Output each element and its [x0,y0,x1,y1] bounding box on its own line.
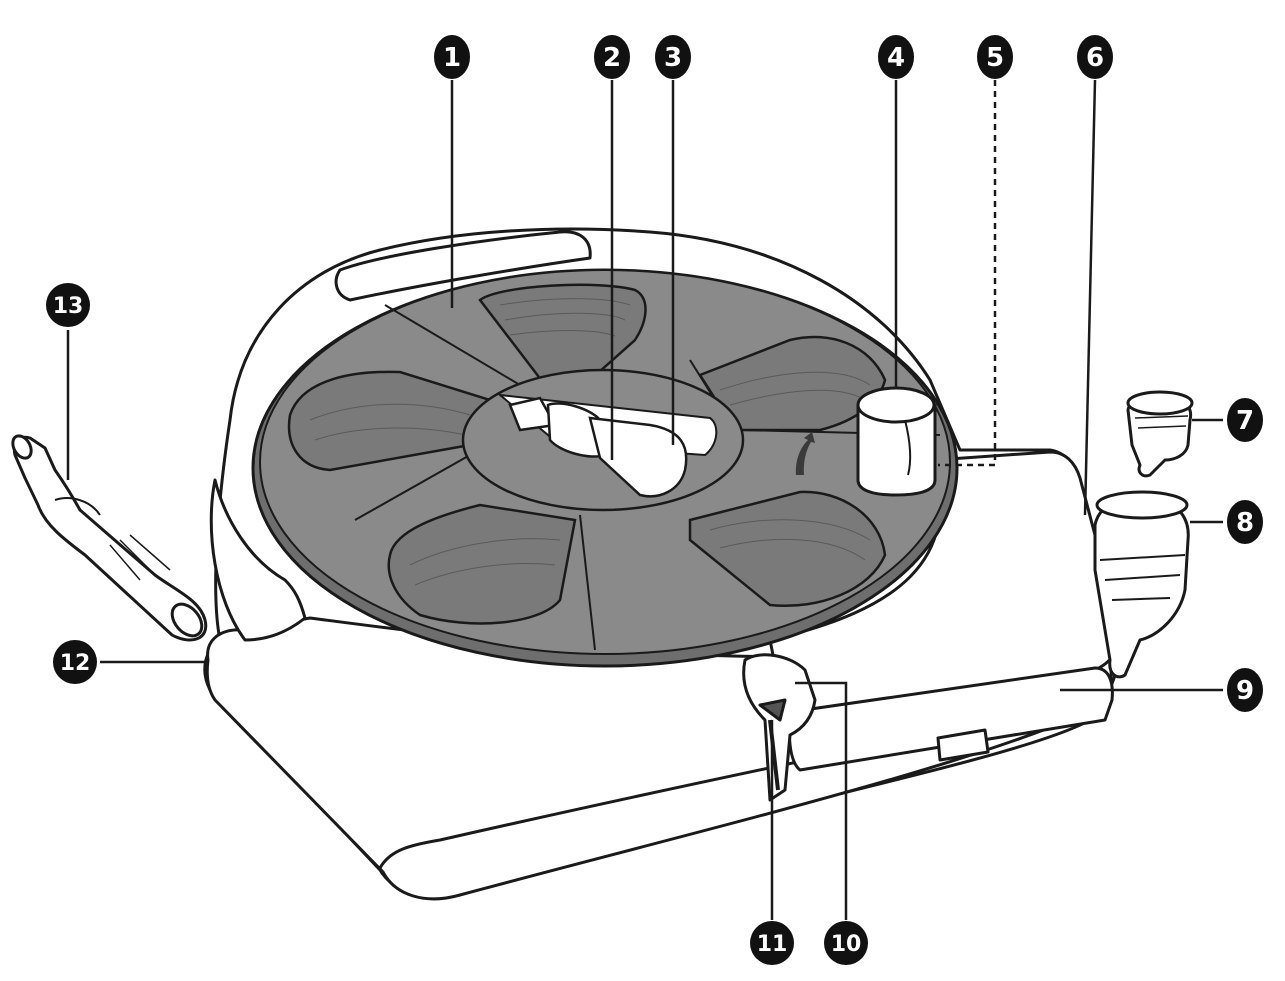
callout-1-label: 1 [443,43,461,73]
leader-5 [938,80,997,467]
tap-adapter [1126,390,1194,478]
reel-window-left [287,370,492,472]
callout-1: 1 [434,35,470,79]
callout-9-label: 9 [1236,676,1254,706]
reel-drum [251,268,959,668]
callout-4-label: 4 [887,43,905,73]
callout-9: 9 [1227,668,1263,712]
reel-window-top [478,283,647,387]
callout-2: 2 [594,35,630,79]
callout-8: 8 [1227,500,1263,544]
callout-12-label: 12 [60,651,91,676]
callout-2-label: 2 [603,43,621,73]
hose-guide [742,653,817,802]
control-box-tab [936,728,990,762]
callout-10-label: 10 [831,932,862,957]
callout-10: 10 [824,921,868,965]
control-box [768,450,1122,772]
reel-windows [287,283,887,625]
reel-window-right-top [698,335,887,432]
leader-6 [1083,79,1097,516]
leader-lines [66,79,1223,920]
callout-3-label: 3 [664,43,682,73]
callout-11-label: 11 [757,932,788,957]
hose-coupling [508,396,688,498]
rotation-arrow-icon [795,432,815,475]
crank-knob [856,386,937,497]
handle-slot [334,230,592,302]
callout-6: 6 [1077,35,1113,79]
callout-8-label: 8 [1236,508,1254,538]
side-pocket [209,478,307,642]
callout-13: 13 [46,283,90,327]
side-hose-connector [1093,490,1190,679]
reel-grooves [309,298,871,586]
callout-3: 3 [655,35,691,79]
callout-12: 12 [53,640,97,684]
callout-6-label: 6 [1086,43,1104,73]
callout-4: 4 [878,35,914,79]
callout-13-label: 13 [53,294,84,319]
callout-badges: 1 2 3 4 5 6 7 8 [46,35,1263,965]
leader-10 [795,681,848,920]
reel-window-bottom-left [387,503,577,625]
callout-7: 7 [1227,398,1263,442]
callout-7-label: 7 [1236,406,1254,436]
callout-5-label: 5 [986,43,1004,73]
callout-5: 5 [977,35,1013,79]
spray-nozzle [11,434,208,642]
reel-window-bottom-right [688,490,887,607]
callout-11: 11 [750,921,794,965]
